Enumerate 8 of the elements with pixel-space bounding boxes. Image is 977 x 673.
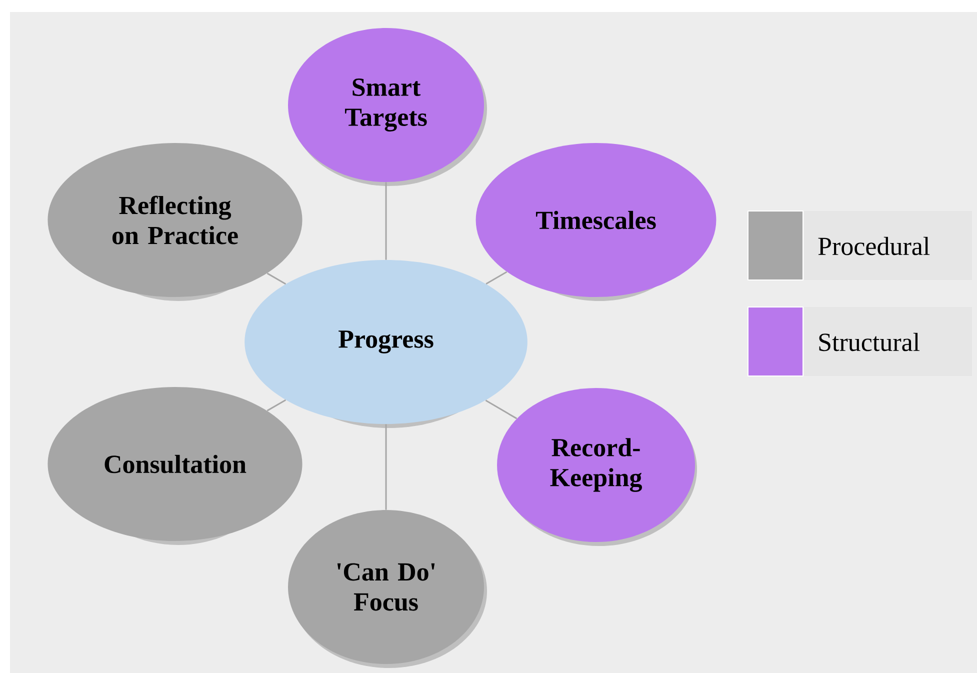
legend-label: Procedural [804,211,972,280]
connector-line [486,271,508,284]
connector-line [266,399,286,412]
connector-line [485,400,518,420]
connector-line [385,424,387,510]
legend-label: Structural [804,307,972,376]
connector-line [266,272,286,285]
connector-line [385,182,387,260]
